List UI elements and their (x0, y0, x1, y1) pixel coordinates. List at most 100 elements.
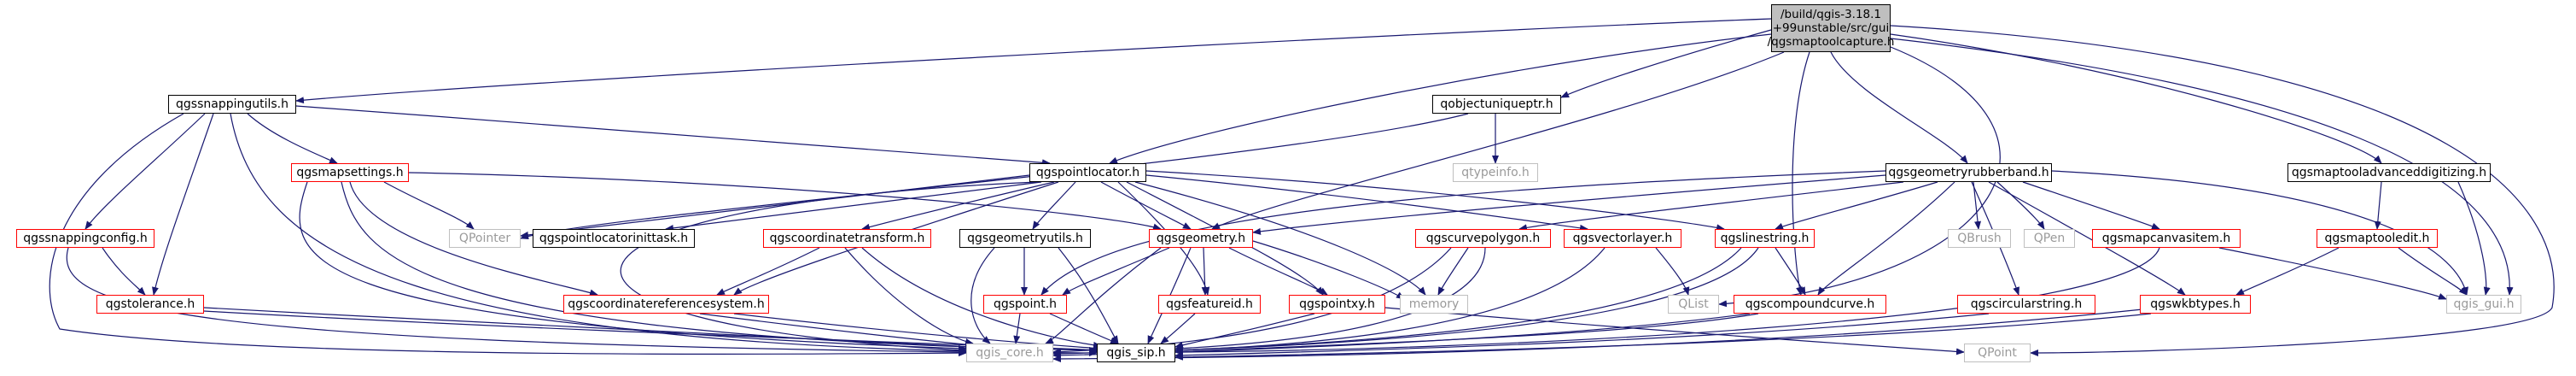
node-qpointer[interactable]: QPointer (449, 229, 521, 248)
edge-qgssnappingutils-to-qgssnappingconfig (85, 113, 206, 230)
edge-qgsmaptooledit-to-qgis_gui (2398, 247, 2468, 296)
edge-qgsgeometryutils-to-qgis_core (970, 247, 995, 344)
node-qgis_core[interactable]: qgis_core.h (966, 344, 1053, 362)
edge-qgssnappingconfig-to-qgis_core (66, 247, 967, 355)
edge-qgscoordinatetransform-to-qgscoordinatereferencesystem (716, 247, 820, 296)
edge-root-to-qlist (1718, 46, 2001, 308)
node-qgsmapsettings[interactable]: qgsmapsettings.h (291, 163, 409, 182)
edge-qgscoordinatereferencesystem-to-qgis_core (699, 313, 974, 349)
edge-qgsmapcanvasitem-to-qgis_gui (2218, 247, 2447, 300)
edge-qgspointlocator-to-qgscoordinatetransform (861, 181, 1055, 231)
edge-qgsgeometryrubberband-to-qgspoint (1040, 170, 1886, 296)
edge-qgsgeometryrubberband-to-qgsgeometry (1252, 174, 1886, 235)
node-memory[interactable]: memory (1400, 295, 1468, 314)
node-qgstolerance[interactable]: qgstolerance.h (96, 295, 204, 314)
node-qgspointlocator[interactable]: qgspointlocator.h (1029, 163, 1146, 182)
edge-qobjectuniqueptr-to-qpointer (520, 113, 1469, 240)
edge-qgscoordinatetransform-to-qgis_core (844, 247, 974, 345)
root-node-qgsmaptoolcapture[interactable]: /build/qgis-3.18.1 +99unstable/src/gui /… (1768, 4, 1894, 52)
edge-qgspointlocator-to-qgspointxy (1126, 181, 1324, 296)
node-qgsgeometryrubberband[interactable]: qgsgeometryrubberband.h (1885, 163, 2052, 182)
edge-qgssnappingutils-to-qgis_core (49, 113, 967, 357)
edge-qgspointlocator-to-qgis_core (620, 181, 1038, 354)
node-qgscoordinatetransform[interactable]: qgscoordinatetransform.h (763, 229, 931, 248)
node-qgscircularstring[interactable]: qgscircularstring.h (1957, 295, 2095, 314)
node-qgsmapcanvasitem[interactable]: qgsmapcanvasitem.h (2092, 229, 2241, 248)
edge-qgscurvepolygon-to-qgis_sip (1174, 247, 1486, 352)
node-qgsmaptooladvanceddigitizing[interactable]: qgsmaptooladvanceddigitizing.h (2288, 163, 2491, 182)
edge-qgscurvepolygon-to-memory (1437, 247, 1469, 296)
edge-qgsfeatureid-to-qgis_sip (1160, 313, 1196, 344)
edge-qgsgeometry-to-qgspoint (1062, 247, 1170, 296)
node-qobjectuniqueptr[interactable]: qobjectuniqueptr.h (1432, 95, 1561, 114)
edge-qgssnappingutils-to-qgis_sip (230, 113, 1098, 356)
edge-qgssnappingutils-to-qgspointlocator (295, 105, 1051, 167)
node-qgsfeatureid[interactable]: qgsfeatureid.h (1158, 295, 1261, 314)
edge-qgsgeometryrubberband-to-qpen (1996, 181, 2045, 230)
edge-root-to-qgsgeometry (1211, 51, 1785, 230)
edge-qgscircularstring-to-qgis_sip (1174, 313, 1990, 359)
edge-qgsgeometryrubberband-to-qgsmapcanvasitem (2022, 181, 2160, 230)
edge-qgspointlocator-to-qpointer (520, 174, 1030, 238)
node-qbrush[interactable]: QBrush (1948, 229, 2011, 248)
edge-root-to-qpoint (1890, 25, 2555, 356)
node-qgis_sip[interactable]: qgis_sip.h (1097, 344, 1175, 362)
edge-qgsgeometry-to-qgspointxy (1228, 247, 1328, 296)
edge-qgsmapcanvasitem-to-qgis_sip (1174, 247, 2160, 355)
edge-qgsgeometryrubberband-to-qgscurvepolygon (1518, 181, 1904, 232)
edge-qgspointlocator-to-memory (1134, 181, 1426, 296)
node-qgsmaptooledit[interactable]: qgsmaptooledit.h (2317, 229, 2438, 248)
edge-qgssnappingutils-to-qgstolerance (152, 113, 214, 296)
edge-qgspointlocator-to-qgsvectorlayer (1145, 174, 1588, 232)
node-qgscompoundcurve[interactable]: qgscompoundcurve.h (1734, 295, 1886, 314)
node-qpoint[interactable]: QPoint (1964, 344, 2031, 362)
edge-qgspointxy-to-qpoint (1384, 307, 1965, 355)
edge-qgsmaptooladvanceddigitizing-to-qgis_gui (2457, 181, 2491, 296)
node-qgsgeometryutils[interactable]: qgsgeometryutils.h (959, 229, 1091, 248)
edge-qgscoordinatereferencesystem-to-qgis_sip (733, 313, 1102, 352)
edge-qgsgeometryrubberband-to-qgscircularstring (1971, 181, 2019, 296)
node-qgslinestring[interactable]: qgslinestring.h (1715, 229, 1815, 248)
edge-root-to-qgscompoundcurve (1792, 51, 1810, 296)
edge-qgsvectorlayer-to-qlist (1655, 247, 1690, 296)
node-qgspointlocatorinittask[interactable]: qgspointlocatorinittask.h (533, 229, 695, 248)
edge-qgspoint-to-qgis_sip (1049, 313, 1119, 344)
root-path-line-1: /build/qgis-3.18.1 (1780, 8, 1882, 21)
node-qgspoint[interactable]: qgspoint.h (983, 295, 1067, 314)
edge-qgsmapsettings-to-qgis_sip (341, 181, 1098, 354)
node-qgsgeometry[interactable]: qgsgeometry.h (1149, 229, 1253, 248)
node-qgscoordinatereferencesystem[interactable]: qgscoordinatereferencesystem.h (563, 295, 769, 314)
root-path-line-3: /qgsmaptoolcapture.h (1767, 35, 1895, 49)
edge-qgspointlocator-to-qgsgeometry (1100, 181, 1192, 230)
edge-qgspoint-to-qgis_core (1013, 313, 1021, 344)
node-qlist[interactable]: QList (1668, 295, 1719, 314)
edge-qgswkbtypes-to-qgis_core (1052, 308, 2143, 362)
edge-qgssnappingutils-to-qgsmapsettings (247, 113, 338, 164)
edge-qgspointxy-to-qgis_sip (1174, 313, 1315, 349)
edge-qgsgeometryrubberband-to-qgscompoundcurve (1817, 181, 1955, 296)
edge-qgspointlocator-to-qgspointlocatorinittask (665, 181, 1042, 232)
edge-root-to-qgsmaptooladvanceddigitizing (1890, 33, 2382, 164)
node-qgis_gui[interactable]: qgis_gui.h (2446, 295, 2521, 314)
node-qgssnappingutils[interactable]: qgssnappingutils.h (168, 95, 296, 114)
node-qgsvectorlayer[interactable]: qgsvectorlayer.h (1564, 229, 1681, 248)
node-qpen[interactable]: QPen (2024, 229, 2075, 248)
node-qgssnappingconfig[interactable]: qgssnappingconfig.h (16, 229, 154, 248)
edge-qgsmapsettings-to-qgsgeometry (408, 172, 1162, 231)
edge-qgsgeometry-to-memory (1252, 240, 1405, 300)
node-qgscurvepolygon[interactable]: qgscurvepolygon.h (1415, 229, 1551, 248)
node-qgswkbtypes[interactable]: qgswkbtypes.h (2140, 295, 2251, 314)
edge-qgsmaptooladvanceddigitizing-to-qgsmaptooledit (2374, 181, 2382, 230)
edge-qgsgeometryrubberband-to-qgswkbtypes (1988, 181, 2186, 296)
edge-qgsgeometryrubberband-to-qbrush (1973, 181, 1982, 230)
edge-qgsmapsettings-to-qgscoordinatereferencesystem (349, 181, 598, 297)
edge-root-to-qgsgeometryrubberband (1830, 51, 1968, 164)
node-qtypeinfo[interactable]: qtypeinfo.h (1453, 163, 1538, 182)
edge-root-to-qgssnappingutils (295, 18, 1772, 104)
edge-qgsmaptooledit-to-qgswkbtypes (2235, 247, 2340, 296)
node-qgspointxy[interactable]: qgspointxy.h (1289, 295, 1385, 314)
edge-qgslinestring-to-qgis_sip (1174, 247, 1759, 354)
edge-qgsgeometry-to-qgis_core (1045, 247, 1162, 344)
edge-qgscoordinatetransform-to-qgis_sip (861, 247, 1102, 349)
